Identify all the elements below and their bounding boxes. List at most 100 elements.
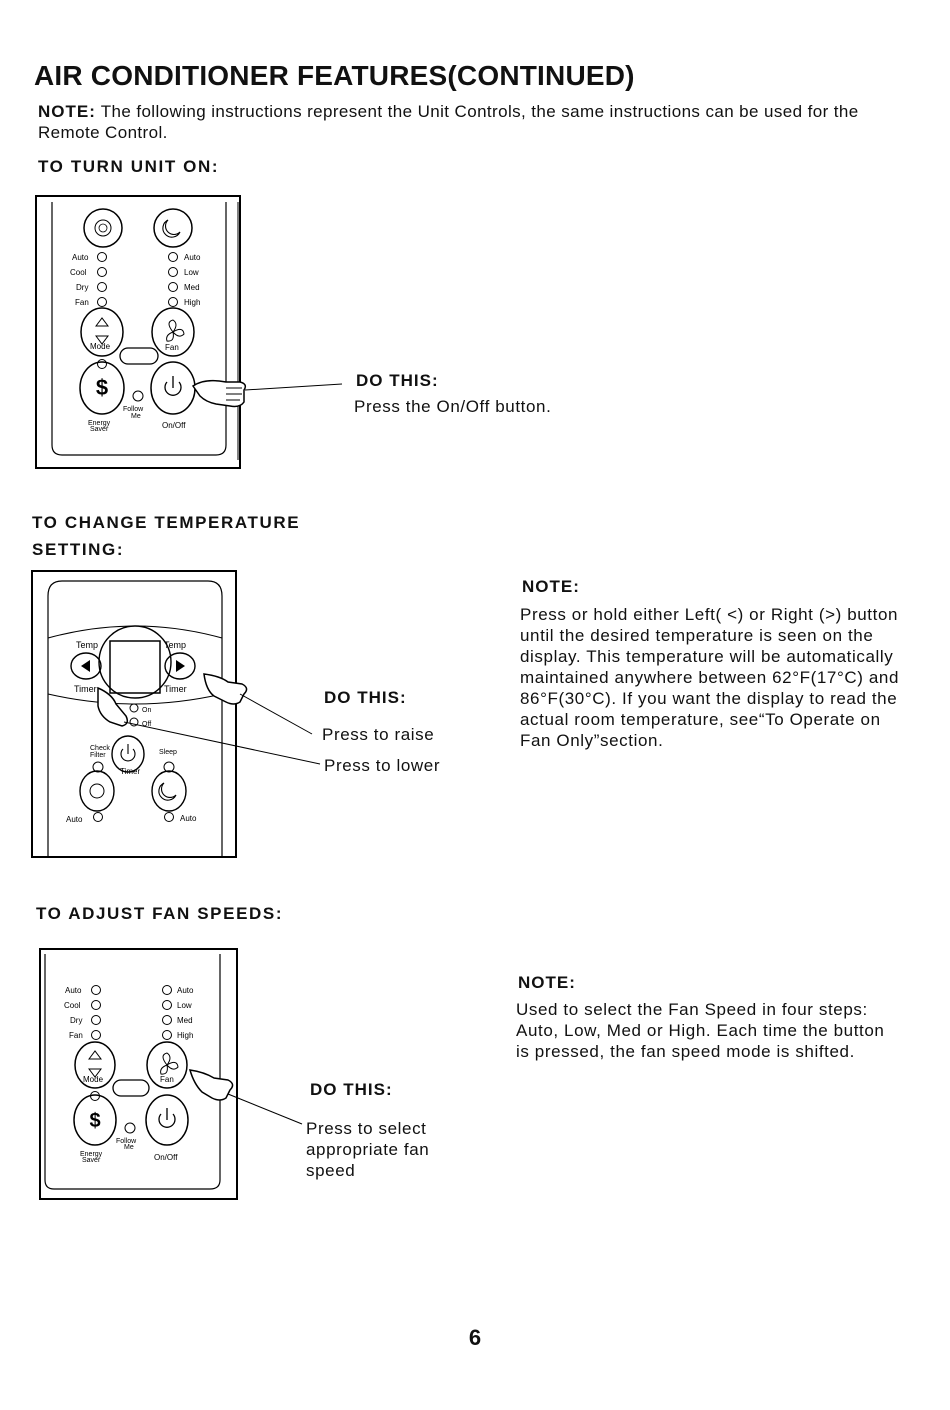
fan-indicator-label: High bbox=[177, 1031, 193, 1040]
fan-button[interactable] bbox=[146, 1041, 188, 1089]
press-to-lower-text: Press to lower bbox=[324, 756, 441, 775]
note-line: actual room temperature, see“To Operate … bbox=[520, 710, 881, 729]
temp-right-label: Temp bbox=[164, 640, 186, 650]
power-icon bbox=[164, 376, 182, 396]
fan-indicator-label: Auto bbox=[184, 253, 201, 262]
energy-saver-button[interactable] bbox=[79, 361, 125, 415]
clock-icon bbox=[120, 744, 136, 762]
follow-me-label: Me bbox=[124, 1144, 134, 1151]
fan-indicator-label: Med bbox=[184, 283, 200, 292]
auto-right-label: Auto bbox=[180, 814, 197, 823]
fan-indicator-label: Med bbox=[177, 1016, 193, 1025]
mode-indicator-label: Cool bbox=[64, 1001, 81, 1010]
section-turn-on-heading: TO TURN UNIT ON: bbox=[38, 157, 220, 176]
unit-panel-diagram-2: Temp Temp Timer Timer On Off Timer Check… bbox=[31, 570, 321, 858]
instruction-line: appropriate fan bbox=[306, 1140, 430, 1159]
intro-note-label: NOTE: bbox=[38, 102, 96, 121]
intro-note: NOTE: The following instructions represe… bbox=[38, 101, 918, 143]
press-to-raise-text: Press to raise bbox=[322, 725, 435, 744]
sleep-label: Sleep bbox=[159, 749, 177, 756]
section-fan-speed-note-label: NOTE: bbox=[518, 973, 576, 992]
check-filter-label: Check bbox=[90, 745, 110, 752]
energy-saver-button[interactable] bbox=[73, 1094, 117, 1146]
fan-indicator-label: High bbox=[184, 298, 200, 307]
follow-me-label: Follow bbox=[123, 406, 144, 413]
dollar-icon: $ bbox=[96, 375, 108, 400]
section-fan-speed-heading: TO ADJUST FAN SPEEDS: bbox=[36, 904, 284, 923]
mode-button[interactable] bbox=[79, 770, 115, 812]
section-temperature-heading-line: TO CHANGE TEMPERATURE bbox=[32, 513, 301, 532]
follow-me-label: Follow bbox=[116, 1138, 137, 1145]
fan-icon bbox=[160, 1052, 179, 1075]
mode-indicator-label: Fan bbox=[69, 1031, 83, 1040]
timer-right-label: Timer bbox=[164, 684, 187, 694]
note-line: Auto, Low, Med or High. Each time the bu… bbox=[516, 1021, 885, 1040]
fan-button[interactable] bbox=[151, 307, 195, 357]
timer-button[interactable] bbox=[111, 735, 145, 773]
timer-left-label: Timer bbox=[74, 684, 97, 694]
temperature-display bbox=[109, 640, 161, 694]
pointing-hand-icon bbox=[203, 673, 248, 705]
fan-button-label: Fan bbox=[165, 343, 179, 352]
mode-indicator-label: Dry bbox=[70, 1016, 82, 1025]
dollar-icon: $ bbox=[89, 1110, 100, 1132]
mode-indicator-label: Cool bbox=[70, 268, 87, 277]
temp-up-button[interactable] bbox=[164, 652, 196, 680]
fan-indicator-label: Auto bbox=[177, 986, 194, 995]
note-line: 86°F(30°C). If you want the display to r… bbox=[520, 689, 898, 708]
page-title: AIR CONDITIONER FEATURES(CONTINUED) bbox=[34, 60, 635, 91]
on-off-label: On/Off bbox=[154, 1153, 178, 1162]
unit-panel-diagram-1: Auto Cool Dry Fan Auto Low Med High Mode… bbox=[35, 195, 343, 469]
intro-note-text: The following instructions represent the… bbox=[38, 102, 859, 142]
energy-saver-label: Saver bbox=[82, 1157, 101, 1164]
section-temperature-note: Press or hold either Left( <) or Right (… bbox=[520, 604, 940, 751]
instruction-line: speed bbox=[306, 1161, 356, 1180]
section-temperature-heading: TO CHANGE TEMPERATURE SETTING: bbox=[32, 509, 300, 563]
note-line: until the desired temperature is seen on… bbox=[520, 626, 874, 645]
note-line: Used to select the Fan Speed in four ste… bbox=[516, 1000, 868, 1019]
moon-icon bbox=[158, 782, 177, 801]
on-off-button[interactable] bbox=[145, 1094, 189, 1146]
left-arrow-icon bbox=[81, 660, 90, 672]
timer-on-label: On bbox=[142, 707, 151, 714]
mode-button-label: Mode bbox=[90, 342, 111, 351]
section-turn-on-instruction: Press the On/Off button. bbox=[354, 397, 552, 416]
note-line: maintained anywhere between 62°F(17°C) a… bbox=[520, 668, 900, 687]
note-line: Press or hold either Left( <) or Right (… bbox=[520, 605, 899, 624]
section-temperature-heading-line: SETTING: bbox=[32, 540, 125, 559]
page-number: 6 bbox=[468, 1325, 482, 1350]
energy-saver-label: Saver bbox=[90, 426, 109, 433]
fan-icon bbox=[166, 319, 185, 342]
energy-saver-label: Energy bbox=[88, 420, 111, 427]
unit-panel-diagram-3: Auto Cool Dry Fan Auto Low Med High Mode… bbox=[39, 948, 303, 1200]
auto-left-label: Auto bbox=[66, 815, 83, 824]
follow-me-label: Me bbox=[131, 413, 141, 420]
temp-left-label: Temp bbox=[76, 640, 98, 650]
display-window bbox=[119, 347, 159, 365]
mode-indicator-label: Auto bbox=[72, 253, 89, 262]
power-icon bbox=[158, 1108, 176, 1128]
section-turn-on-do-this: DO THIS: bbox=[356, 371, 439, 390]
pointing-hand-icon bbox=[188, 1069, 234, 1101]
section-temperature-note-label: NOTE: bbox=[522, 577, 580, 596]
section-fan-speed-note: Used to select the Fan Speed in four ste… bbox=[516, 999, 936, 1062]
mode-button[interactable] bbox=[80, 307, 124, 357]
fan-indicator-label: Low bbox=[184, 268, 199, 277]
mode-indicator-label: Dry bbox=[76, 283, 88, 292]
note-line: is pressed, the fan speed mode is shifte… bbox=[516, 1042, 855, 1061]
section-fan-speed-instruction: Press to select appropriate fan speed bbox=[306, 1118, 429, 1181]
timer-button-label: Timer bbox=[120, 767, 140, 776]
fan-button-label: Fan bbox=[160, 1075, 174, 1084]
section-temperature-do-this: DO THIS: bbox=[324, 688, 407, 707]
section-fan-speed-do-this: DO THIS: bbox=[310, 1080, 393, 1099]
right-arrow-icon bbox=[176, 660, 185, 672]
sleep-button[interactable] bbox=[151, 770, 187, 812]
on-off-label: On/Off bbox=[162, 421, 186, 430]
mode-button-label: Mode bbox=[83, 1075, 104, 1084]
temp-down-button[interactable] bbox=[70, 652, 102, 680]
mode-button[interactable] bbox=[74, 1041, 116, 1089]
note-line: Fan Only”section. bbox=[520, 731, 664, 750]
fan-indicator-label: Low bbox=[177, 1001, 192, 1010]
check-filter-label: Filter bbox=[90, 752, 106, 759]
energy-saver-label: Energy bbox=[80, 1151, 103, 1158]
